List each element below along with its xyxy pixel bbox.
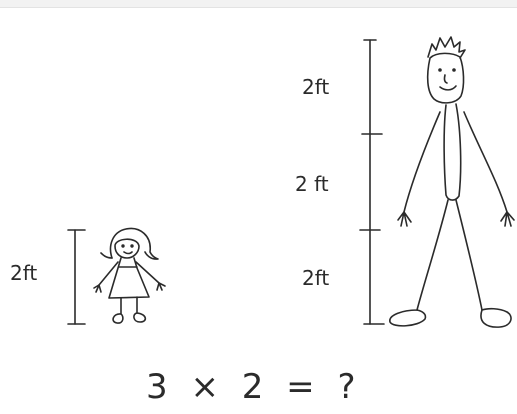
top-divider [0, 0, 517, 8]
equation: 3 × 2 = ? [146, 367, 362, 407]
adult-figure [389, 36, 515, 328]
adult-segment-top-label: 2ft [302, 75, 329, 99]
child-figure [93, 227, 166, 324]
adult-segment-bottom-label: 2ft [302, 266, 329, 290]
child-height-label: 2ft [10, 261, 37, 285]
adult-height-bar [359, 39, 385, 325]
adult-segment-middle-label: 2 ft [295, 172, 329, 196]
child-height-bar [67, 229, 86, 325]
